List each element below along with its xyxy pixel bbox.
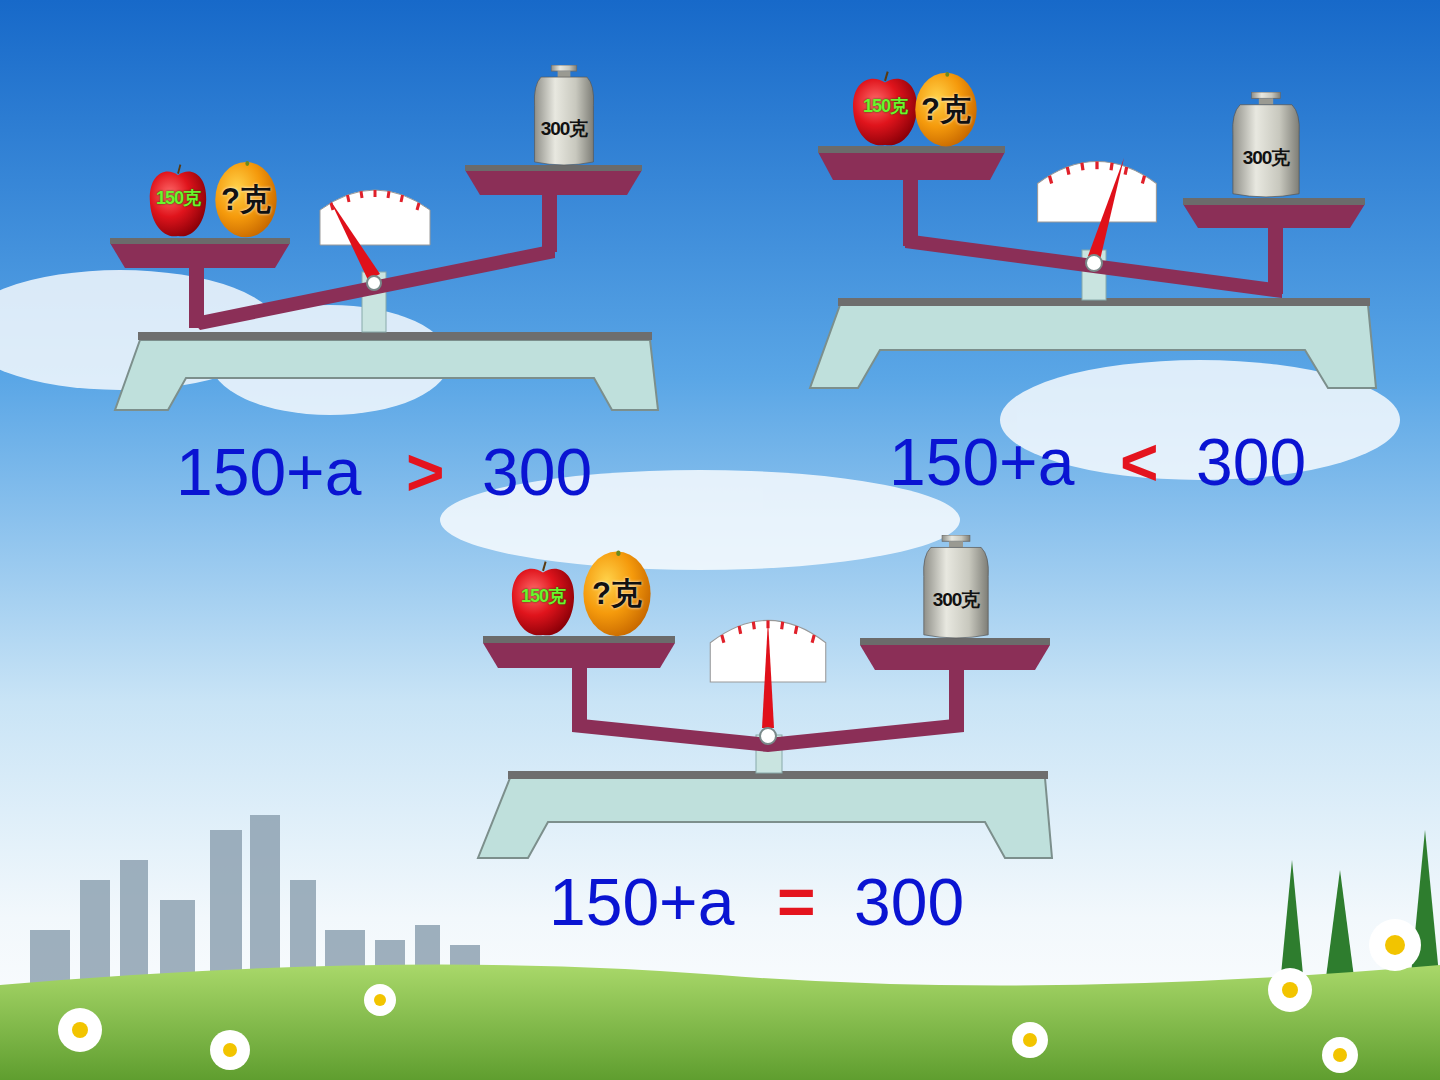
orange-body	[215, 162, 276, 237]
apple-body	[853, 79, 917, 146]
expression-text: 150+a	[549, 869, 734, 935]
weight-outline	[532, 65, 596, 166]
apple-body	[512, 569, 574, 636]
weight-label: 300克	[541, 90, 588, 142]
orange-navel	[945, 72, 949, 77]
expression-text: 300	[482, 439, 592, 505]
orange-shape: ?克	[582, 546, 652, 638]
apple-shape: 150克	[851, 70, 919, 148]
expression-text: 300	[1196, 429, 1306, 495]
orange-body	[915, 73, 976, 147]
weight-outline	[921, 535, 991, 639]
comparison-sign: <	[1120, 429, 1159, 495]
balance-scale	[110, 165, 658, 410]
weight-shape: 300克	[1230, 92, 1302, 198]
weight-body	[924, 547, 989, 637]
weight-body	[1233, 105, 1300, 197]
weight-label: 300克	[1243, 119, 1290, 171]
orange-navel	[245, 161, 249, 166]
expression-text: 150+a	[176, 439, 361, 505]
comparison-sign: =	[777, 869, 816, 935]
apple-body	[150, 171, 206, 236]
orange-label: ?克	[221, 175, 271, 221]
weight-shape: 300克	[921, 535, 991, 639]
apple-shape: 150克	[148, 163, 208, 239]
apple-stem	[885, 72, 888, 81]
comparison-sign: >	[406, 439, 445, 505]
weight-shape: 300克	[532, 65, 596, 166]
orange-body	[583, 552, 650, 637]
orange-label: ?克	[921, 85, 971, 131]
balance-scale	[478, 620, 1052, 858]
orange-label: ?克	[592, 569, 642, 615]
orange-navel	[616, 551, 620, 557]
orange-shape: ?克	[214, 157, 278, 239]
expression-text: 150+a	[889, 429, 1074, 495]
expression-text: 300	[854, 869, 964, 935]
apple-label: 150克	[863, 94, 907, 124]
weight-knob	[1252, 92, 1281, 98]
apple-label: 150克	[521, 584, 565, 614]
weight-outline	[1230, 92, 1302, 198]
orange-shape: ?克	[914, 68, 978, 148]
weight-neck	[949, 541, 963, 547]
weight-neck	[1259, 98, 1273, 104]
apple-stem	[543, 562, 546, 571]
apple-stem	[178, 165, 180, 174]
apple-label: 150克	[156, 186, 200, 216]
weight-knob	[551, 65, 577, 71]
weight-knob	[942, 535, 970, 541]
weight-body	[534, 77, 593, 165]
weight-neck	[558, 71, 571, 77]
weight-label: 300克	[933, 561, 980, 613]
apple-shape: 150克	[510, 560, 576, 638]
